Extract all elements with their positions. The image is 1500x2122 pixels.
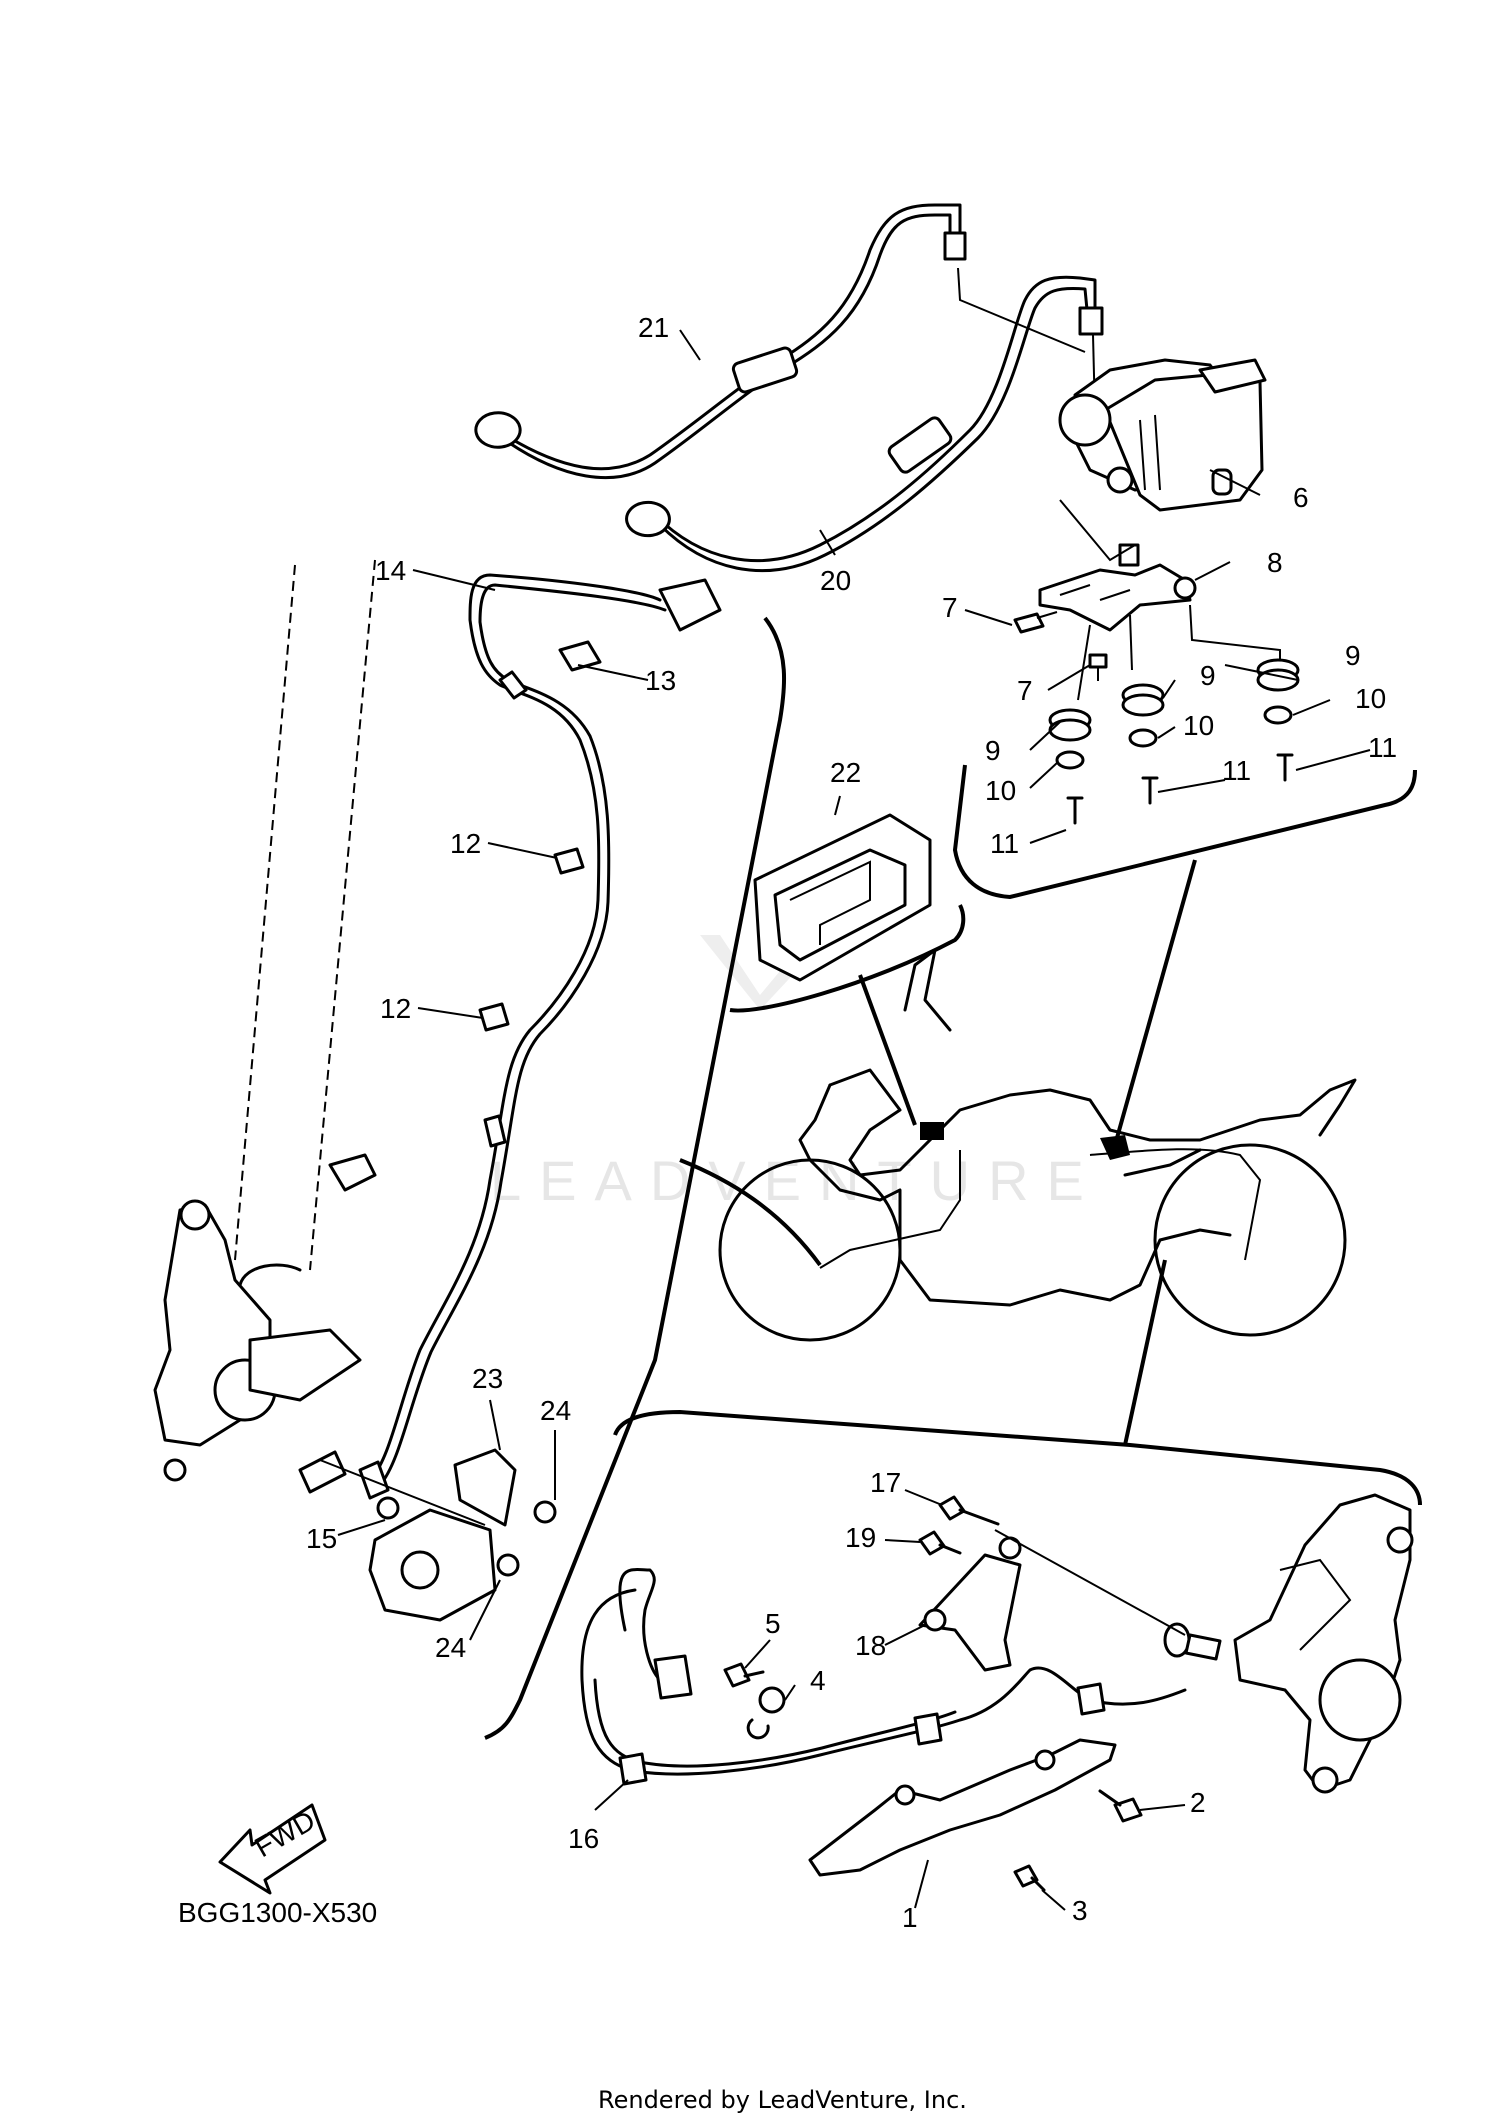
callout-9c: 9: [985, 735, 1001, 766]
callout-11b: 11: [1222, 755, 1251, 786]
abs-mount-hardware: [1013, 611, 1300, 825]
abs-hydraulic-unit-6: [1058, 358, 1267, 512]
front-wheel-sensor-23: [298, 1448, 557, 1622]
callout-6: 6: [1293, 482, 1309, 513]
callout-20: 20: [820, 565, 851, 596]
front-wheel-sensor-lead-14: [358, 573, 722, 1500]
watermark-text: LEADVENTURE: [490, 1149, 1102, 1212]
fwd-arrow-icon: FWD: [218, 1803, 327, 1895]
callout-11c: 11: [990, 828, 1019, 859]
clamp-4-bolt-5: [723, 1662, 786, 1740]
callout-10c: 10: [985, 775, 1016, 806]
brake-hose-21: [474, 203, 967, 480]
callout-11a: 11: [1368, 732, 1397, 763]
front-fork-assembly: [153, 559, 377, 1482]
rear-wheel-sensor-lead-16: [580, 1568, 1222, 1786]
leader-lines: [337, 329, 1371, 1911]
rear-inset-border: [613, 1409, 1422, 1506]
callout-8: 8: [1267, 547, 1283, 578]
callout-9a: 9: [1345, 640, 1361, 671]
sensor-lead-clamps: [478, 640, 602, 1032]
callout-18: 18: [855, 1630, 886, 1661]
motorcycle-silhouette: [718, 948, 1357, 1342]
callout-21: 21: [638, 312, 669, 343]
callout-5: 5: [765, 1608, 781, 1639]
callout-24a: 24: [540, 1395, 571, 1426]
abs-inset-border: [952, 764, 1417, 900]
callout-2: 2: [1190, 1787, 1206, 1818]
callout-9b: 9: [1200, 660, 1216, 691]
callout-15: 15: [306, 1523, 337, 1554]
callout-12b: 12: [380, 993, 411, 1024]
rear-sensor-guide-1: [808, 1738, 1143, 1892]
callout-1: 1: [902, 1902, 918, 1933]
diagram-ref-code: BGG1300-X530: [178, 1897, 377, 1928]
footer-credit: Rendered by LeadVenture, Inc.: [598, 2086, 967, 2114]
callout-7b: 7: [1017, 675, 1033, 706]
callout-19: 19: [845, 1522, 876, 1553]
abs-bracket-8: [1038, 499, 1281, 701]
callouts: 21 20 6 8 7 7 9 9 9 10 10 10 11 11 11 22…: [306, 312, 1397, 1933]
rear-caliper-bracket: [1233, 1493, 1414, 1794]
callout-7a: 7: [942, 592, 958, 623]
callout-23: 23: [472, 1363, 503, 1394]
callout-16: 16: [568, 1823, 599, 1854]
ecu-inset-border: [729, 904, 966, 1013]
callout-4: 4: [810, 1665, 826, 1696]
callout-24b: 24: [435, 1632, 466, 1663]
callout-14: 14: [375, 555, 406, 586]
callout-17: 17: [870, 1467, 901, 1498]
rear-sensor-bracket-18: [918, 1495, 1186, 1672]
callout-12a: 12: [450, 828, 481, 859]
callout-10b: 10: [1183, 710, 1214, 741]
brake-hose-20: [625, 275, 1104, 573]
abs-ecu-22: [753, 813, 932, 982]
section-divider-main: [484, 616, 787, 1740]
callout-10a: 10: [1355, 683, 1386, 714]
callout-3: 3: [1072, 1895, 1088, 1926]
callout-13: 13: [645, 665, 676, 696]
callout-22: 22: [830, 757, 861, 788]
